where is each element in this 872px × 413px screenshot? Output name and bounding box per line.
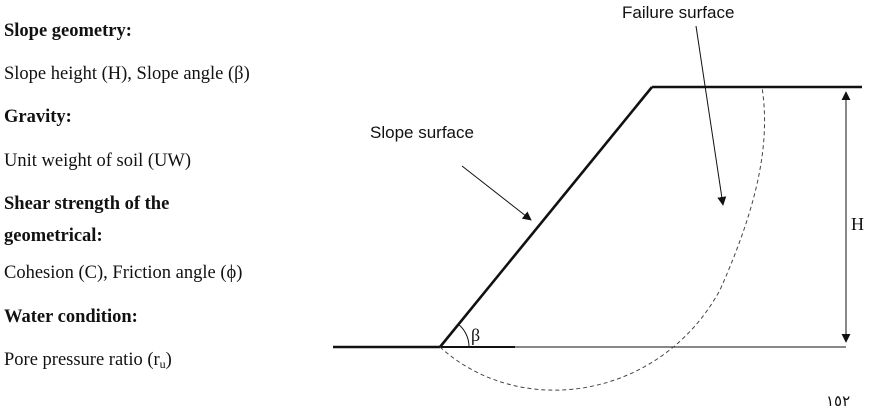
page-number: ١٥٢	[826, 392, 851, 410]
water-text: Pore pressure ratio (ru)	[4, 349, 172, 376]
angle-label: β	[471, 325, 480, 345]
slope-face	[438, 86, 654, 348]
slope-surface-label: Slope surface	[370, 123, 474, 142]
gravity-text: Unit weight of soil (UW)	[4, 151, 192, 171]
water-text-end: )	[165, 350, 172, 370]
geometry-text: Slope height (H), Slope angle (β)	[4, 64, 250, 84]
failure-surface-label: Failure surface	[622, 3, 734, 22]
failure-surface-curve	[439, 86, 766, 391]
geometry-heading: Slope geometry:	[4, 21, 132, 41]
water-text-subscript: u	[159, 357, 166, 371]
shear-heading-line2: geometrical:	[4, 226, 103, 246]
slope-surface-pointer	[461, 165, 532, 221]
shear-heading-line1: Shear strength of the	[4, 194, 170, 214]
angle-arc	[457, 323, 470, 348]
gravity-heading: Gravity:	[4, 107, 72, 127]
water-text-main: Pore pressure ratio (r	[4, 350, 160, 370]
height-label: H	[851, 214, 864, 234]
failure-surface-pointer	[695, 25, 727, 206]
shear-text: Cohesion (C), Friction angle (ϕ)	[4, 263, 243, 283]
water-heading: Water condition:	[4, 307, 138, 327]
